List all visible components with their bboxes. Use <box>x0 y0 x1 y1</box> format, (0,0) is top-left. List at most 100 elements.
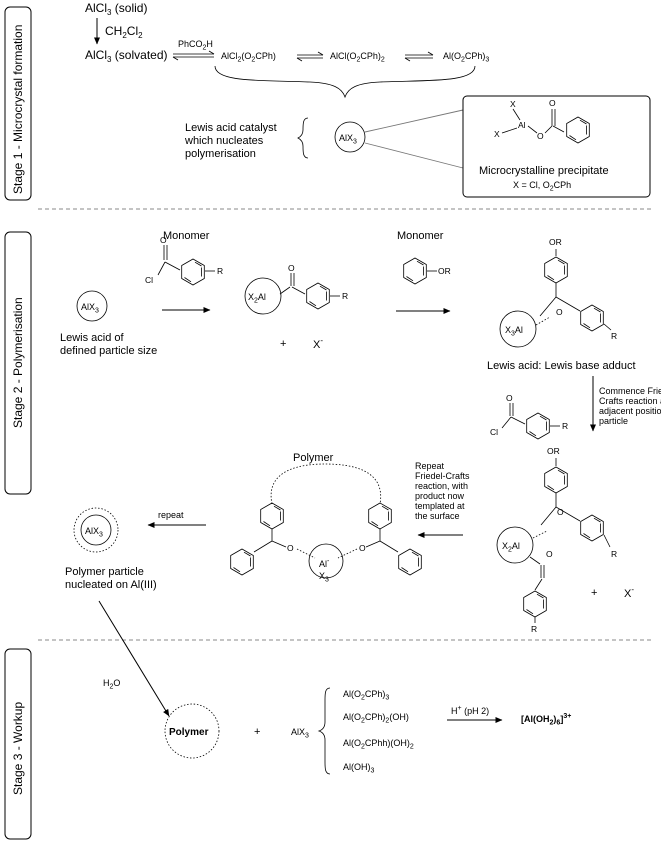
plus-3: + <box>254 726 260 738</box>
alx3-workup: AlX3 <box>291 727 309 740</box>
repeat-fc-line1: Repeat <box>415 461 445 471</box>
stage1-label: Stage 1 - Microcrystal formation <box>11 25 25 194</box>
repeat-fc-line2: Friedel-Crafts <box>415 471 470 481</box>
stage1-label-box: Stage 1 - Microcrystal formation <box>4 6 32 201</box>
ch2cl2-label: CH2Cl2 <box>105 24 143 40</box>
stage3-label-box: Stage 3 - Workup <box>4 648 32 840</box>
hplus-label: H+ (pH 2) <box>451 705 489 716</box>
product-3: Al(O2CPhh)(OH)2 <box>343 738 414 751</box>
alcl3-solvated: AlCl3 (solvated) <box>85 48 168 64</box>
alx3-sized-label: AlX3 <box>81 302 99 315</box>
precipitate-title: Microcrystalline precipitate <box>479 165 609 177</box>
zoom-line-top <box>364 109 464 133</box>
x-minus-1: X- <box>313 336 323 351</box>
svg-text:Al-: Al- <box>319 558 330 569</box>
commence-line2: Crafts reaction at <box>599 396 661 406</box>
stage2-label-box: Stage 2 - Polymerisation <box>4 231 32 495</box>
arrow-workup <box>98 600 170 717</box>
alx3-label: AlX3 <box>339 133 357 146</box>
commence-line4: particle <box>599 416 628 426</box>
svg-text:X: X <box>510 99 516 109</box>
product-1: Al(O2CPh)3 <box>343 689 389 702</box>
svg-text:R: R <box>342 291 348 301</box>
svg-text:O: O <box>546 549 553 559</box>
diacyl-complex: OR O R X2Al O R <box>496 446 617 634</box>
brace-products <box>317 687 331 775</box>
stage2-label: Stage 2 - Polymerisation <box>11 297 25 428</box>
svg-text:X3: X3 <box>319 571 329 584</box>
product-4: Al(OH)3 <box>343 762 375 775</box>
lewis-particle-sized <box>76 290 108 322</box>
polymer-particle: AlX3 <box>73 507 119 553</box>
lewis-catalyst-line2: which nucleates <box>184 135 264 147</box>
acylium-complex: X2Al O R <box>244 263 348 315</box>
svg-text:Cl: Cl <box>145 275 153 285</box>
species-al: Al(O2CPh)3 <box>443 51 489 64</box>
adduct-label: Lewis acid: Lewis base adduct <box>487 360 636 372</box>
x-minus-2: X- <box>624 585 634 600</box>
monomer-label-1: Monomer <box>163 230 210 242</box>
repeat-fc-line3: reaction, with <box>415 481 468 491</box>
svg-text:Polymer: Polymer <box>169 727 209 738</box>
svg-text:X: X <box>494 129 500 139</box>
svg-text:R: R <box>611 549 617 559</box>
brace-vertical <box>297 117 309 159</box>
svg-text:R: R <box>217 266 223 276</box>
svg-text:OR: OR <box>549 237 562 247</box>
brace-horizontal <box>214 65 476 99</box>
svg-text:O: O <box>506 393 513 403</box>
equilibrium-arrow-3 <box>404 51 434 62</box>
alx3-particle <box>334 121 366 153</box>
h2o-label: H2O <box>103 678 120 691</box>
svg-text:O: O <box>359 543 366 553</box>
lewis-size-line1: Lewis acid of <box>60 332 125 344</box>
svg-text:R: R <box>611 331 617 341</box>
svg-text:R: R <box>562 421 568 431</box>
svg-text:X2Al: X2Al <box>248 292 266 305</box>
svg-text:X2Al: X2Al <box>502 541 520 554</box>
svg-text:O: O <box>287 543 294 553</box>
svg-text:X3Al: X3Al <box>505 325 523 338</box>
svg-text:OR: OR <box>547 446 560 456</box>
species-alcl: AlCl(O2CPh)2 <box>330 51 385 64</box>
lewis-catalyst-line1: Lewis acid catalyst <box>185 122 277 134</box>
lewis-base-adduct: OR O R X3Al <box>499 237 617 348</box>
svg-text:AlX3: AlX3 <box>85 526 103 539</box>
svg-text:R: R <box>531 624 537 634</box>
lewis-catalyst-line3: polymerisation <box>185 148 256 160</box>
plus-2: + <box>591 587 597 599</box>
equilibrium-arrow-2 <box>296 51 324 62</box>
particle-line2: nucleated on Al(III) <box>65 579 157 591</box>
repeat-fc-line6: the surface <box>415 511 460 521</box>
particle-line1: Polymer particle <box>65 566 144 578</box>
hexaaqua-product: [Al(OH2)6]3+ <box>521 713 571 727</box>
svg-text:Cl: Cl <box>490 427 498 437</box>
acyl-chloride-reagent-2: O Cl R <box>490 393 568 440</box>
svg-text:O: O <box>557 507 564 517</box>
repeat-label: repeat <box>158 510 184 520</box>
zoom-line-bottom <box>364 142 464 169</box>
svg-text:O: O <box>549 98 556 108</box>
phco2h-reagent: PhCO2H <box>178 39 213 52</box>
repeat-fc-line5: templated at <box>415 501 465 511</box>
lewis-size-line2: defined particle size <box>60 345 157 357</box>
product-2: Al(O2CPh)2(OH) <box>343 712 409 725</box>
alcl3-solid: AlCl3 (solid) <box>85 1 147 17</box>
svg-text:O: O <box>537 131 544 141</box>
precipitate-box: X Al X O O Microcrystalline precipitate … <box>462 95 651 198</box>
svg-text:O: O <box>160 235 167 245</box>
commence-line1: Commence Friedel- <box>599 386 661 396</box>
polymer-blob: Polymer <box>164 703 220 759</box>
polymer-label: Polymer <box>293 452 334 464</box>
stage3-label: Stage 3 - Workup <box>11 702 25 795</box>
svg-text:OR: OR <box>438 266 451 276</box>
svg-text:Al: Al <box>518 120 526 130</box>
species-alcl2: AlCl2(O2CPh) <box>221 51 276 64</box>
polymer-template: Polymer O O Al- X3 <box>230 452 422 584</box>
equilibrium-arrow-1 <box>172 50 215 61</box>
commence-line3: adjacent position on <box>599 406 661 416</box>
precipitate-x-def: X = Cl, O2CPh <box>513 180 571 193</box>
repeat-fc-line4: product now <box>415 491 465 501</box>
plus-1: + <box>280 338 286 350</box>
svg-text:O: O <box>556 307 563 317</box>
